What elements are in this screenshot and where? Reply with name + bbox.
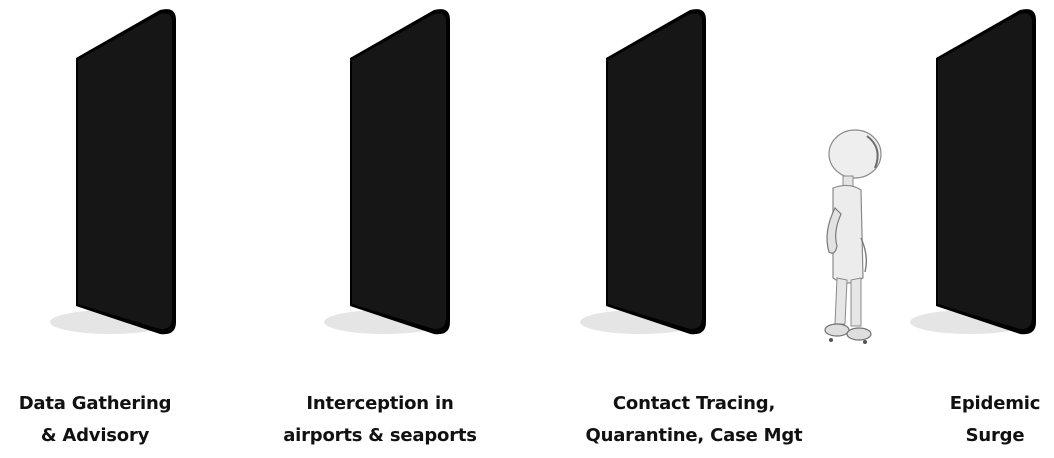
- stage-label-1-line1: Data Gathering: [18, 393, 172, 414]
- stage-label-3: Contact Tracing, Quarantine, Case Mgt: [570, 388, 818, 452]
- stage-label-2-line2: airports & seaports: [283, 425, 477, 446]
- stage-label-2-line1: Interception in: [306, 393, 454, 414]
- door-1: [40, 0, 180, 345]
- stage-label-4-line2: Surge: [965, 425, 1025, 446]
- stage-label-4-line1: Epidemic: [949, 393, 1041, 414]
- door-2: [314, 0, 454, 345]
- stage-label-1-line2: & Advisory: [40, 425, 150, 446]
- stage-label-3-line2: Quarantine, Case Mgt: [585, 425, 803, 446]
- stage-label-4: Epidemic Surge: [940, 388, 1050, 452]
- stage-label-3-line1: Contact Tracing,: [612, 393, 776, 414]
- door-3: [570, 0, 710, 345]
- stage-label-2: Interception in airports & seaports: [260, 388, 500, 452]
- person-figure: [805, 128, 885, 350]
- stage-label-1: Data Gathering & Advisory: [0, 388, 190, 452]
- door-4: [900, 0, 1040, 345]
